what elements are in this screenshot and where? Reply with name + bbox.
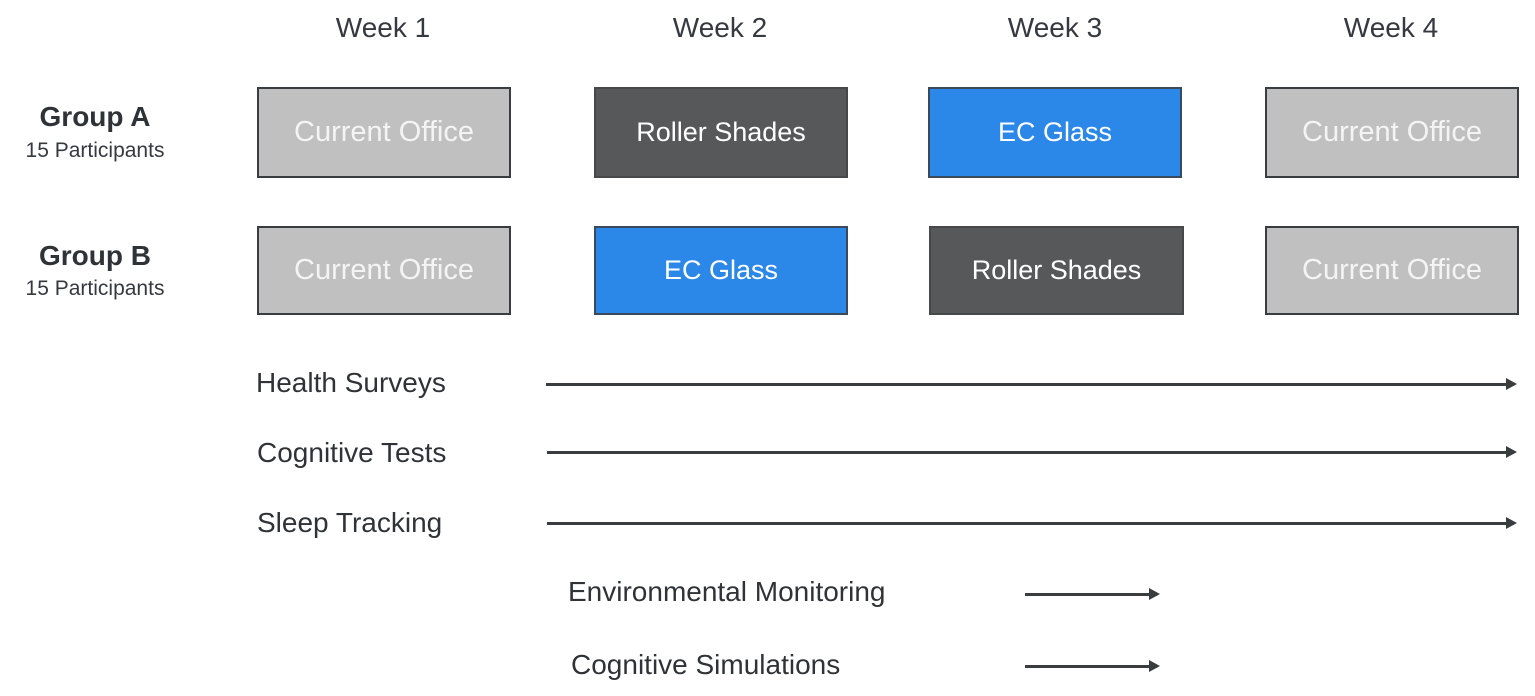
group-a-participants: 15 Participants <box>25 139 165 162</box>
group-b-week-3-condition: Roller Shades <box>929 226 1184 315</box>
arrow-right-icon <box>1025 588 1160 600</box>
group-a-week-2-condition: Roller Shades <box>594 87 848 178</box>
group-b-name: Group B <box>39 240 151 271</box>
arrow-right-icon <box>1025 660 1160 672</box>
measurement-label-cognitive-simulations: Cognitive Simulations <box>571 649 841 680</box>
week-1-header: Week 1 <box>335 12 431 43</box>
measurement-label-health-surveys: Health Surveys <box>256 367 446 398</box>
group-a-week-4-condition: Current Office <box>1265 87 1519 178</box>
week-2-header: Week 2 <box>672 12 768 43</box>
measurement-label-environmental-monitoring: Environmental Monitoring <box>568 576 886 607</box>
arrow-right-icon <box>546 378 1517 390</box>
group-b-week-2-condition: EC Glass <box>594 226 848 315</box>
group-b-week-4-condition: Current Office <box>1265 226 1519 315</box>
arrow-right-icon <box>547 446 1517 458</box>
group-a-name: Group A <box>39 101 151 132</box>
arrow-right-icon <box>547 517 1517 529</box>
group-b-week-1-condition: Current Office <box>257 226 511 315</box>
group-a-week-1-condition: Current Office <box>257 87 511 178</box>
group-a-week-3-condition: EC Glass <box>928 87 1182 178</box>
measurement-label-cognitive-tests: Cognitive Tests <box>257 437 447 468</box>
group-b-participants: 15 Participants <box>25 277 165 300</box>
measurement-label-sleep-tracking: Sleep Tracking <box>257 507 443 538</box>
week-3-header: Week 3 <box>1007 12 1103 43</box>
week-4-header: Week 4 <box>1343 12 1439 43</box>
